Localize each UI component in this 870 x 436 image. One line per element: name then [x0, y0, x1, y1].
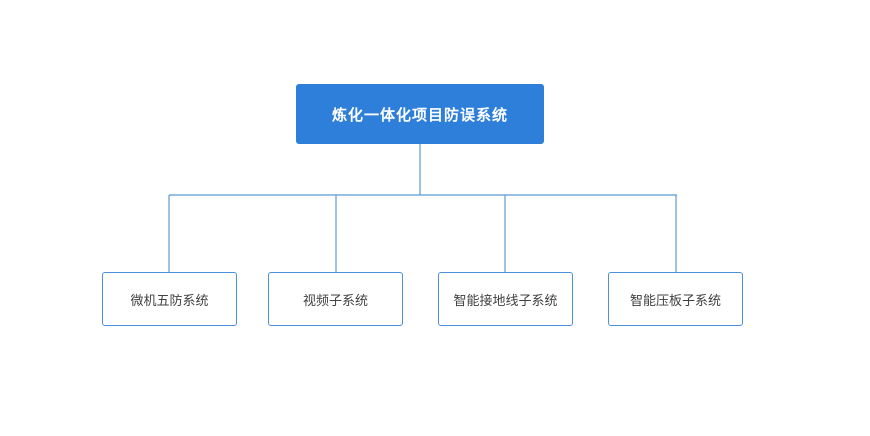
child-node-label: 智能接地线子系统	[453, 292, 558, 308]
child-node-label: 视频子系统	[302, 292, 368, 308]
child-node-smart-grounding-wire-subsystem[interactable]: 智能接地线子系统	[438, 272, 573, 326]
child-node-smart-pressure-plate-subsystem[interactable]: 智能压板子系统	[608, 272, 743, 326]
child-node-video-subsystem[interactable]: 视频子系统	[268, 272, 403, 326]
root-node-label: 炼化一体化项目防误系统	[331, 106, 508, 124]
child-node-label: 微机五防系统	[130, 292, 209, 308]
child-node-microcomputer-five-prevention[interactable]: 微机五防系统	[102, 272, 237, 326]
root-node[interactable]: 炼化一体化项目防误系统	[296, 84, 544, 144]
child-node-label: 智能压板子系统	[629, 292, 721, 308]
